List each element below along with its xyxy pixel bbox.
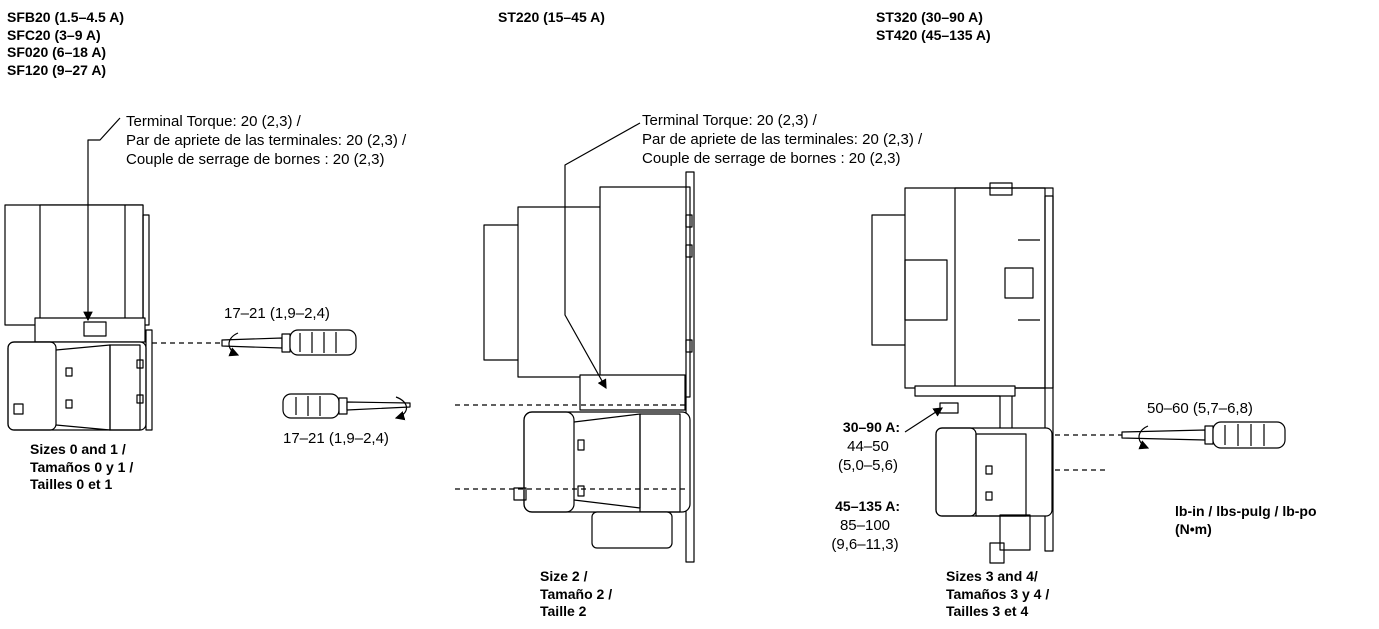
- units-line: lb-in / lbs-pulg / lb-po: [1175, 503, 1317, 519]
- header-size-3-4: ST320 (30–90 A) ST420 (45–135 A): [876, 9, 991, 44]
- header-model-line: SFC20 (3–9 A): [7, 26, 101, 43]
- header-model-line: ST220 (15–45 A): [498, 9, 605, 25]
- torque-note-line: Par de apriete de las terminales: 20 (2,…: [126, 131, 407, 149]
- terminal-torque-note-size-2: Terminal Torque: 20 (2,3) / Par de aprie…: [642, 112, 922, 168]
- caption-line: Tamaño 2 /: [540, 585, 613, 602]
- screw-torque-size-3-4: 50–60 (5,7–6,8): [1147, 400, 1253, 417]
- torque-note-line: Terminal Torque: 20 (2,3) /: [642, 112, 817, 129]
- screw-torque-size-2: 17–21 (1,9–2,4): [283, 430, 389, 447]
- screwdriver-size-0-1: [152, 329, 357, 357]
- leader-size-2: [564, 122, 641, 390]
- caption-line: Tamaños 0 y 1 /: [30, 458, 134, 475]
- terminal-torque-note-size-0-1: Terminal Torque: 20 (2,3) / Par de aprie…: [126, 113, 406, 169]
- lug-torque-line: 85–100: [839, 517, 891, 534]
- caption-line: Taille 2: [540, 603, 587, 619]
- starter-size-2: [483, 171, 695, 563]
- torque-note-line: Par de apriete de las terminales: 20 (2,…: [642, 130, 923, 148]
- starter-size-0-1: [4, 204, 153, 431]
- header-model-line: SF120 (9–27 A): [7, 61, 107, 78]
- units-line: (N•m): [1175, 520, 1212, 537]
- caption-line: Size 2 /: [540, 568, 588, 584]
- caption-size-2: Size 2 / Tamaño 2 / Taille 2: [540, 568, 612, 621]
- header-model-line: SF020 (6–18 A): [7, 44, 107, 60]
- lug-torque-line: 44–50: [847, 438, 889, 455]
- lug-torque-a-label: 30–90 A:: [842, 419, 900, 435]
- header-model-line: ST320 (30–90 A): [876, 9, 983, 25]
- header-size-0-1: SFB20 (1.5–4.5 A) SFC20 (3–9 A) SF020 (6…: [7, 9, 124, 79]
- caption-size-3-4: Sizes 3 and 4/ Tamaños 3 y 4 / Tailles 3…: [946, 568, 1049, 621]
- units-legend: lb-in / lbs-pulg / lb-po (N•m): [1175, 503, 1317, 538]
- header-model-line: ST420 (45–135 A): [876, 26, 991, 43]
- screwdriver-size-3-4: [1055, 421, 1286, 471]
- lug-torque-a-value: 44–50 (5,0–5,6): [826, 438, 910, 476]
- lug-torque-line: (5,0–5,6): [837, 456, 899, 474]
- screwdriver-size-2: [282, 393, 686, 490]
- header-size-2: ST220 (15–45 A): [498, 9, 605, 27]
- leader-size-0-1: [83, 117, 121, 322]
- header-model-line: SFB20 (1.5–4.5 A): [7, 9, 124, 25]
- caption-size-0-1: Sizes 0 and 1 / Tamaños 0 y 1 / Tailles …: [30, 441, 133, 494]
- screw-torque-size-0-1: 17–21 (1,9–2,4): [224, 305, 330, 322]
- lug-torque-b-label: 45–135 A:: [835, 498, 900, 514]
- caption-line: Tailles 0 et 1: [30, 476, 113, 492]
- lug-torque-b-value: 85–100 (9,6–11,3): [820, 517, 910, 555]
- caption-line: Tailles 3 et 4: [946, 603, 1029, 619]
- starter-size-3-4: [871, 182, 1054, 564]
- torque-note-line: Couple de serrage de bornes : 20 (2,3): [642, 149, 901, 167]
- leader-lug: [904, 407, 944, 433]
- caption-line: Sizes 0 and 1 /: [30, 441, 126, 457]
- caption-line: Tamaños 3 y 4 /: [946, 585, 1050, 602]
- lug-torque-line: (9,6–11,3): [831, 535, 899, 553]
- caption-line: Sizes 3 and 4/: [946, 568, 1038, 584]
- torque-note-line: Couple de serrage de bornes : 20 (2,3): [126, 150, 385, 168]
- torque-note-line: Terminal Torque: 20 (2,3) /: [126, 113, 301, 130]
